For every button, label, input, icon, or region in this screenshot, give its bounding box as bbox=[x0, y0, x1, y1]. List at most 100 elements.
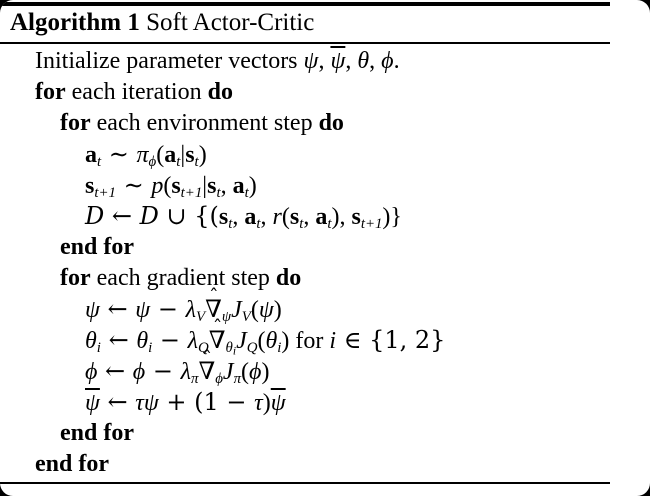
text-segment: J bbox=[236, 328, 247, 354]
text-segment: ψ bbox=[258, 297, 274, 323]
text-segment: a bbox=[315, 204, 328, 230]
text-segment: ψ bbox=[330, 48, 346, 74]
algo-line: for each environment step do bbox=[0, 108, 650, 139]
text-segment: ) bbox=[198, 142, 207, 168]
text-segment: a bbox=[244, 204, 257, 230]
text-segment: ψ bbox=[85, 390, 100, 416]
text-segment: + (1 − bbox=[158, 388, 255, 416]
text-segment: r bbox=[272, 204, 282, 230]
text-segment: | bbox=[202, 173, 208, 199]
text-segment: | bbox=[180, 142, 186, 168]
text-segment: λ bbox=[185, 297, 196, 323]
algo-line: end for bbox=[0, 449, 650, 480]
text-segment: ψ bbox=[85, 297, 100, 323]
text-segment: ← bbox=[99, 388, 136, 416]
text-segment: π bbox=[191, 371, 199, 388]
text-segment: s bbox=[207, 173, 217, 199]
text-segment: ϕ bbox=[249, 359, 262, 385]
text-segment: ∼ bbox=[115, 171, 152, 199]
text-segment: ) bbox=[261, 359, 270, 385]
nabla-hat-symbol: ˆ∇ bbox=[208, 315, 226, 354]
text-segment: s bbox=[351, 204, 361, 230]
text-segment: ← bbox=[99, 295, 136, 323]
text-segment: , bbox=[318, 48, 331, 74]
text-segment: t bbox=[327, 216, 332, 233]
text-segment: t bbox=[244, 185, 249, 202]
text-segment: ψ bbox=[143, 390, 159, 416]
text-segment: t bbox=[299, 216, 304, 233]
text-segment: θ bbox=[85, 328, 97, 354]
text-segment: π bbox=[233, 371, 242, 388]
text-segment: π bbox=[136, 142, 149, 168]
text-segment: ∪ {( bbox=[158, 202, 219, 230]
text-segment: ∈ {1, 2} bbox=[336, 326, 446, 354]
text-segment: each iteration bbox=[65, 79, 208, 105]
algo-line: end for bbox=[0, 418, 650, 449]
text-segment: ) bbox=[273, 297, 282, 323]
text-segment: i bbox=[96, 340, 101, 357]
text-segment: , bbox=[220, 173, 233, 199]
algo-line: Initialize parameter vectors ψ, ψ, θ, ϕ. bbox=[0, 46, 650, 77]
text-segment: θ bbox=[265, 328, 278, 354]
text-segment: for bbox=[60, 110, 91, 136]
text-segment: ψ bbox=[270, 390, 286, 416]
text-segment: t bbox=[176, 154, 181, 171]
text-segment: ( bbox=[250, 297, 259, 323]
text-segment: ( bbox=[257, 328, 266, 354]
text-segment: ϕ bbox=[215, 371, 223, 388]
text-segment: , bbox=[345, 48, 358, 74]
text-segment: θ bbox=[225, 340, 233, 357]
text-segment: i bbox=[329, 328, 337, 354]
text-segment: ← bbox=[100, 326, 137, 354]
text-segment: Q bbox=[246, 340, 258, 357]
text-segment: a bbox=[85, 142, 97, 168]
text-segment: end for bbox=[35, 451, 109, 477]
text-segment: end for bbox=[60, 420, 134, 446]
text-segment: λ bbox=[180, 359, 191, 385]
text-segment: ( bbox=[281, 204, 290, 230]
text-segment: ( bbox=[241, 359, 250, 385]
text-segment: for bbox=[60, 265, 91, 291]
algo-line: end for bbox=[0, 232, 650, 263]
text-segment: t bbox=[194, 154, 199, 171]
text-segment: )} bbox=[382, 204, 402, 230]
text-segment: ϕ bbox=[132, 359, 146, 385]
text-segment: , bbox=[303, 204, 316, 230]
text-segment: , bbox=[232, 204, 245, 230]
text-segment: − bbox=[145, 357, 181, 385]
text-segment: i bbox=[277, 340, 282, 357]
text-segment: t+1 bbox=[180, 185, 203, 202]
text-segment: λ bbox=[187, 328, 199, 354]
text-segment: for bbox=[289, 328, 330, 354]
text-segment: i bbox=[148, 340, 153, 357]
text-segment: ) bbox=[281, 328, 290, 354]
text-segment: s bbox=[218, 204, 229, 230]
text-segment: s bbox=[171, 173, 181, 199]
algo-line: D ← D ∪ {(st, at, r(st, at), st+1)} bbox=[0, 201, 650, 232]
text-segment: t bbox=[97, 154, 102, 171]
text-segment: ( bbox=[156, 142, 165, 168]
text-segment: s bbox=[289, 204, 300, 230]
text-segment: do bbox=[207, 79, 233, 105]
algo-line: for each gradient step do bbox=[0, 263, 650, 294]
text-segment: θ bbox=[136, 328, 149, 354]
text-segment: , bbox=[369, 48, 382, 74]
text-segment: p bbox=[151, 173, 164, 199]
text-segment: each environment step bbox=[90, 110, 319, 136]
text-segment: ψ bbox=[303, 48, 319, 74]
text-segment: t+1 bbox=[360, 216, 383, 233]
text-segment: ϕ bbox=[148, 154, 157, 171]
text-segment: ψ bbox=[221, 309, 232, 326]
text-segment: J bbox=[231, 297, 242, 323]
text-segment: . bbox=[393, 48, 400, 74]
text-segment: ← bbox=[97, 357, 133, 385]
text-segment: τ bbox=[254, 390, 263, 416]
algorithm-label: Algorithm 1 bbox=[10, 9, 140, 36]
algo-line: ψ ← τψ + (1 − τ)ψ bbox=[0, 387, 650, 418]
text-segment: ∼ bbox=[101, 140, 137, 168]
text-segment: t bbox=[228, 216, 233, 233]
nabla-hat-symbol: ˆ∇ bbox=[198, 346, 216, 385]
